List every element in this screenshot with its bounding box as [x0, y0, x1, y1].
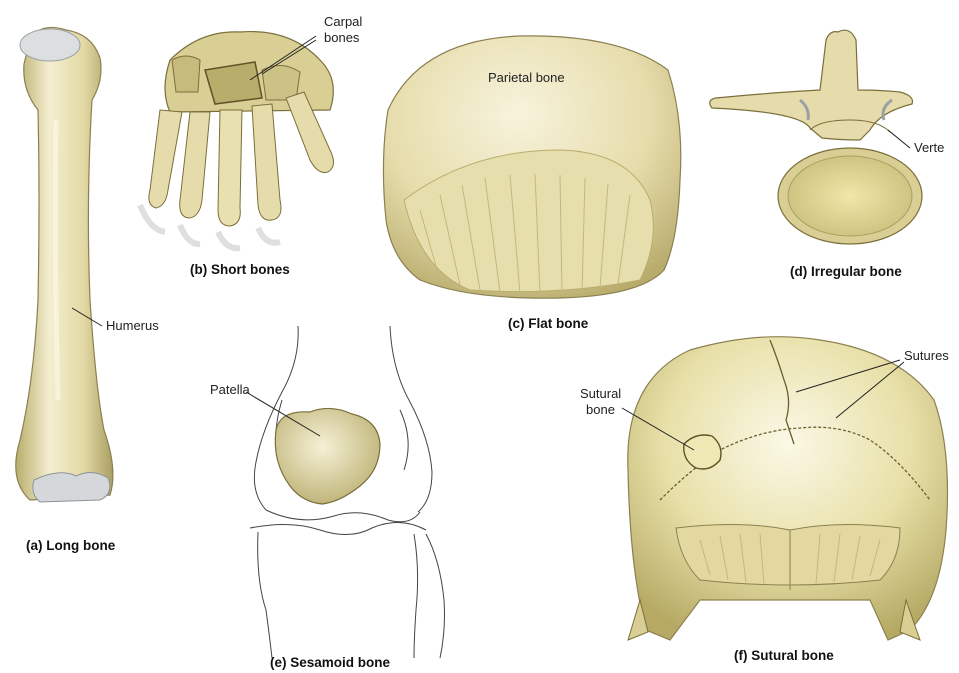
leader-vertebra	[888, 130, 910, 148]
caption-flat-bone: (c) Flat bone	[508, 316, 588, 331]
label-humerus: Humerus	[106, 318, 159, 333]
caption-short-bones: (b) Short bones	[190, 262, 290, 277]
leader-humerus	[72, 308, 102, 326]
label-sutural-bone-1: Sutural	[580, 386, 621, 401]
caption-irregular-bone: (d) Irregular bone	[790, 264, 902, 279]
label-sutures: Sutures	[904, 348, 949, 363]
label-patella: Patella	[210, 382, 250, 397]
label-carpal: Carpal	[324, 14, 362, 29]
leader-carpal-1	[250, 36, 316, 80]
leader-sutural-bone	[622, 408, 694, 450]
label-carpal-2: bones	[324, 30, 359, 45]
caption-sesamoid-bone: (e) Sesamoid bone	[270, 655, 390, 670]
label-parietal: Parietal bone	[488, 70, 565, 85]
label-vertebra: Verte	[914, 140, 944, 155]
caption-sutural-bone: (f) Sutural bone	[734, 648, 834, 663]
label-sutural-bone-2: bone	[586, 402, 615, 417]
leader-carpal-2	[262, 40, 316, 74]
leader-sutures-2	[836, 362, 904, 418]
leader-sutures-1	[796, 360, 900, 392]
leader-patella	[246, 392, 320, 436]
caption-long-bone: (a) Long bone	[26, 538, 115, 553]
